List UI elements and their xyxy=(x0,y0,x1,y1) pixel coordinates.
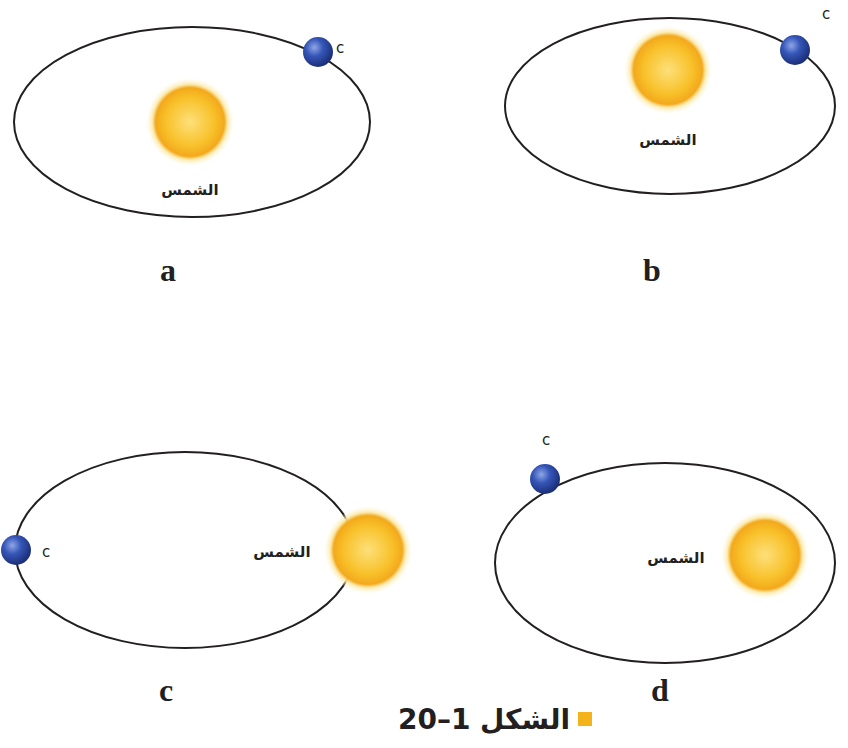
planet-label: c xyxy=(822,5,830,23)
sun-label: الشمس xyxy=(253,543,310,561)
orbit-ellipse xyxy=(495,463,835,663)
panel-letter: d xyxy=(651,672,669,709)
orbit-ellipse xyxy=(15,452,355,648)
planet-label: c xyxy=(42,543,50,561)
sun-label: الشمس xyxy=(639,131,696,149)
sun-label: الشمس xyxy=(647,549,704,567)
orbit-ellipse xyxy=(14,27,370,217)
sun xyxy=(324,506,412,594)
planet-label: c xyxy=(542,431,550,449)
planet xyxy=(780,35,810,65)
planet-node: c xyxy=(819,3,833,25)
sun-node: الشمس xyxy=(158,179,221,201)
planet xyxy=(303,37,333,67)
caption-marker xyxy=(578,712,592,726)
planet-label: c xyxy=(336,39,344,57)
sun xyxy=(146,78,234,166)
planet-node: c xyxy=(539,429,553,451)
figure-caption: الشكل 1–20 xyxy=(398,703,570,736)
planet-node: c xyxy=(39,541,53,563)
panel-letter: b xyxy=(643,252,661,289)
sun-label: الشمس xyxy=(161,181,218,199)
planet xyxy=(530,464,560,494)
sun xyxy=(624,26,712,114)
sun-node: الشمس xyxy=(636,129,699,151)
sun xyxy=(721,511,809,599)
sun-node: الشمس xyxy=(644,547,707,569)
panel-letter: a xyxy=(160,252,176,289)
panel-letter: c xyxy=(159,672,173,709)
planet xyxy=(1,535,31,565)
sun-node: الشمس xyxy=(250,541,313,563)
orbit-ellipse xyxy=(505,18,835,194)
planet-node: c xyxy=(333,37,347,59)
